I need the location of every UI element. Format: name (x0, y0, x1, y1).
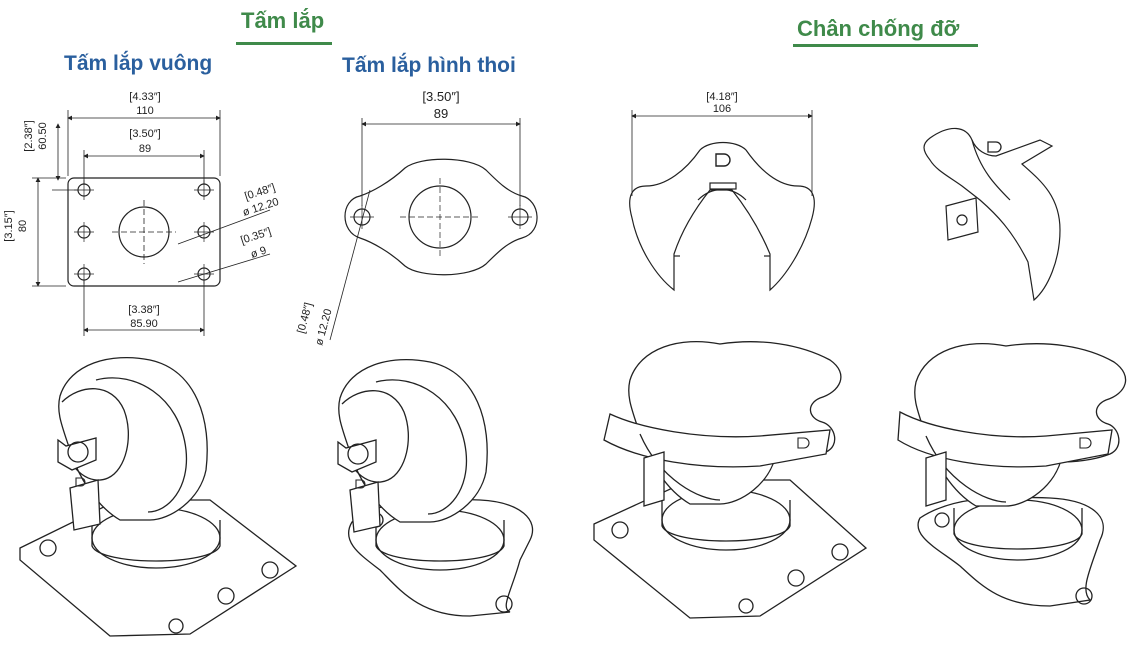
dim-small-hole-mm: ø 9 (249, 245, 268, 261)
dim-bottom-in: [3.38″] (128, 304, 159, 316)
dim-support-width-mm: 106 (713, 103, 731, 115)
support-legs-underline (793, 44, 978, 47)
support-leg-front-drawing (629, 110, 815, 292)
rhombus-plate-dimensions: [3.50″] 89 [0.48″] ø 12.20 (295, 89, 459, 347)
dim-rhombus-hole-in: [0.48″] (295, 301, 315, 334)
caster-rhombus-plate (337, 358, 534, 617)
mounting-plates-heading: Tấm lắp (241, 8, 325, 33)
caster-rhombus-plate-with-support (897, 342, 1127, 607)
rhombus-plate-drawing (329, 118, 538, 341)
dim-hole-span-in: [3.50″] (129, 128, 160, 140)
dim-side-mm: 80 (17, 220, 29, 232)
mounting-plates-underline (236, 42, 332, 45)
dim-rhombus-hole-mm: ø 12.20 (313, 308, 334, 347)
dim-rhombus-span-in: [3.50″] (422, 89, 459, 104)
dim-support-width-in: [4.18″] (706, 91, 737, 103)
square-plate-heading: Tấm lắp vuông (64, 52, 213, 75)
dim-width-in: [4.33″] (129, 91, 160, 103)
dim-width-mm: 110 (136, 105, 154, 117)
square-plate-dimensions: [2.38″] 60.50 [4.33″] 110 [3.50″] 89 [3.… (3, 91, 280, 330)
dim-rhombus-span-mm: 89 (434, 106, 448, 121)
dim-hole-span-mm: 89 (139, 143, 151, 155)
square-plate-drawing (32, 110, 271, 336)
dim-side-in: [3.15″] (3, 210, 15, 241)
caster-square-plate-with-support (593, 340, 868, 619)
dim-bottom-mm: 85.90 (130, 318, 158, 330)
dim-small-hole-in: [0.35″] (239, 226, 273, 247)
support-leg-dimensions: [4.18″] 106 (706, 91, 737, 115)
caster-square-plate (19, 356, 298, 637)
dim-height-mm: 60.50 (37, 122, 49, 150)
dim-height-in: [2.38″] (23, 120, 35, 151)
support-leg-iso-drawing (923, 127, 1061, 302)
rhombus-plate-heading: Tấm lắp hình thoi (342, 54, 516, 77)
support-legs-heading: Chân chống đỡ (797, 16, 960, 41)
